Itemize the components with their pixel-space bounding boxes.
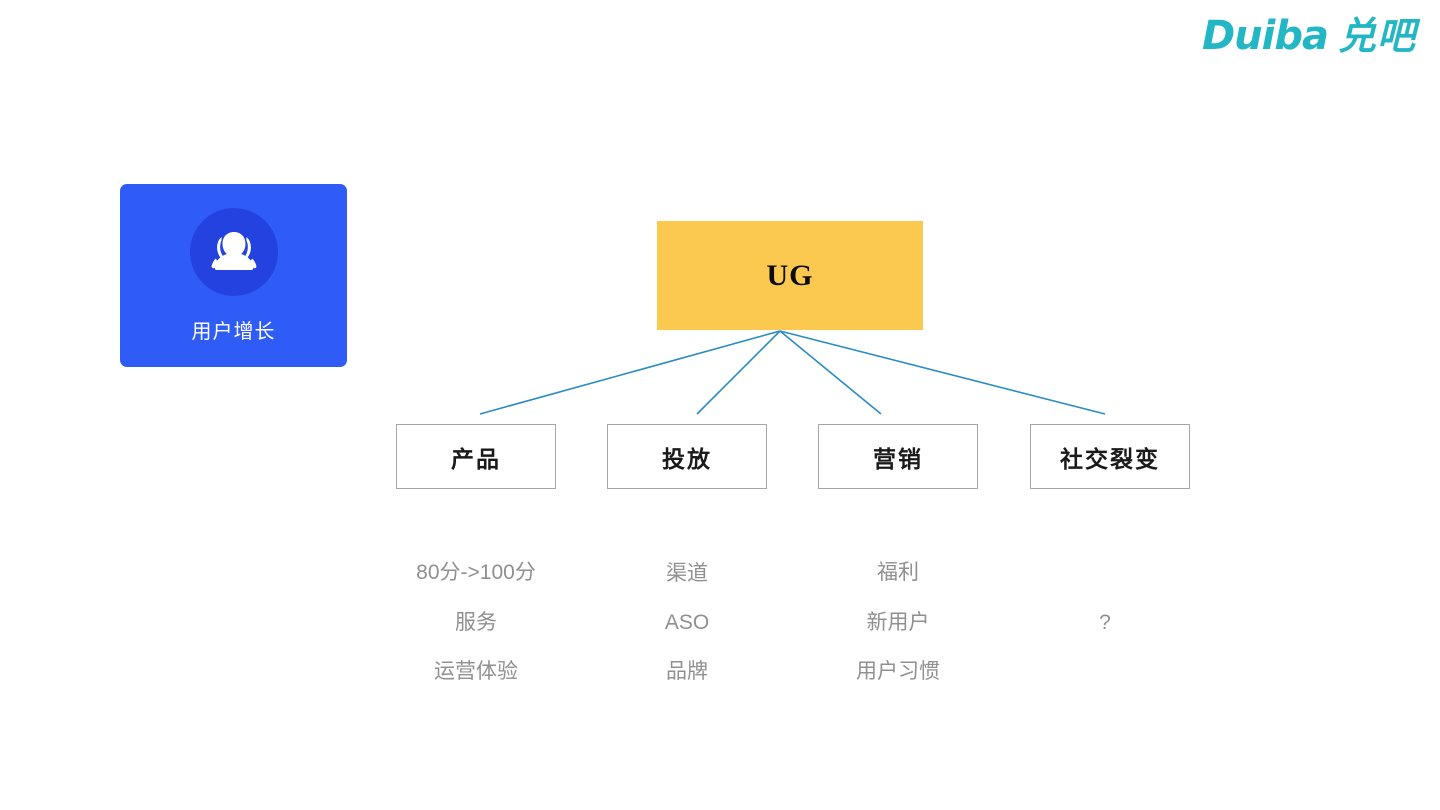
branch-item xyxy=(1005,654,1205,703)
root-node-ug[interactable]: UG xyxy=(657,221,923,330)
connector-line-1 xyxy=(479,330,781,415)
brand-logo-word: Duiba xyxy=(1201,13,1329,59)
branch-items-marketing: 福利 新用户 用户习惯 xyxy=(798,556,998,703)
branch-item: 渠道 xyxy=(666,562,708,585)
connector-line-3 xyxy=(779,330,882,415)
branch-item: 用户习惯 xyxy=(856,660,940,683)
branch-node-marketing[interactable]: 营销 xyxy=(818,424,978,489)
user-growth-label: 用户增长 xyxy=(191,321,276,343)
branch-item: ? xyxy=(1099,611,1111,634)
branch-node-social-fission[interactable]: 社交裂变 xyxy=(1030,424,1190,489)
branch-item: 新用户 xyxy=(866,611,930,634)
branch-item: ASO xyxy=(664,611,710,634)
root-node-label: UG xyxy=(766,258,814,292)
branch-node-product[interactable]: 产品 xyxy=(396,424,556,489)
branch-node-label: 社交裂变 xyxy=(1060,445,1160,472)
branch-items-social-fission: ? xyxy=(1005,556,1205,703)
brand-logo: Duiba 兑吧 xyxy=(1202,16,1416,56)
branch-item: 福利 xyxy=(877,561,919,584)
branch-item: 品牌 xyxy=(666,660,708,683)
user-growth-card[interactable]: 用户增长 xyxy=(120,184,347,367)
branch-items-product: 80分->100分 服务 运营体验 xyxy=(376,556,576,703)
connector-line-4 xyxy=(779,330,1106,415)
branch-node-placement[interactable]: 投放 xyxy=(607,424,767,489)
branch-node-label: 营销 xyxy=(873,445,923,472)
branch-item: 80分->100分 xyxy=(416,561,536,584)
connector-line-2 xyxy=(696,330,781,415)
branch-item: 运营体验 xyxy=(434,660,518,683)
user-avatar-icon xyxy=(189,208,278,296)
branch-items-placement: 渠道 ASO 品牌 xyxy=(587,556,787,703)
branch-node-label: 产品 xyxy=(451,445,501,472)
branch-item: 服务 xyxy=(455,611,497,634)
brand-logo-cn: 兑吧 xyxy=(1337,14,1416,58)
branch-item xyxy=(1005,556,1205,605)
branch-node-label: 投放 xyxy=(662,445,712,472)
